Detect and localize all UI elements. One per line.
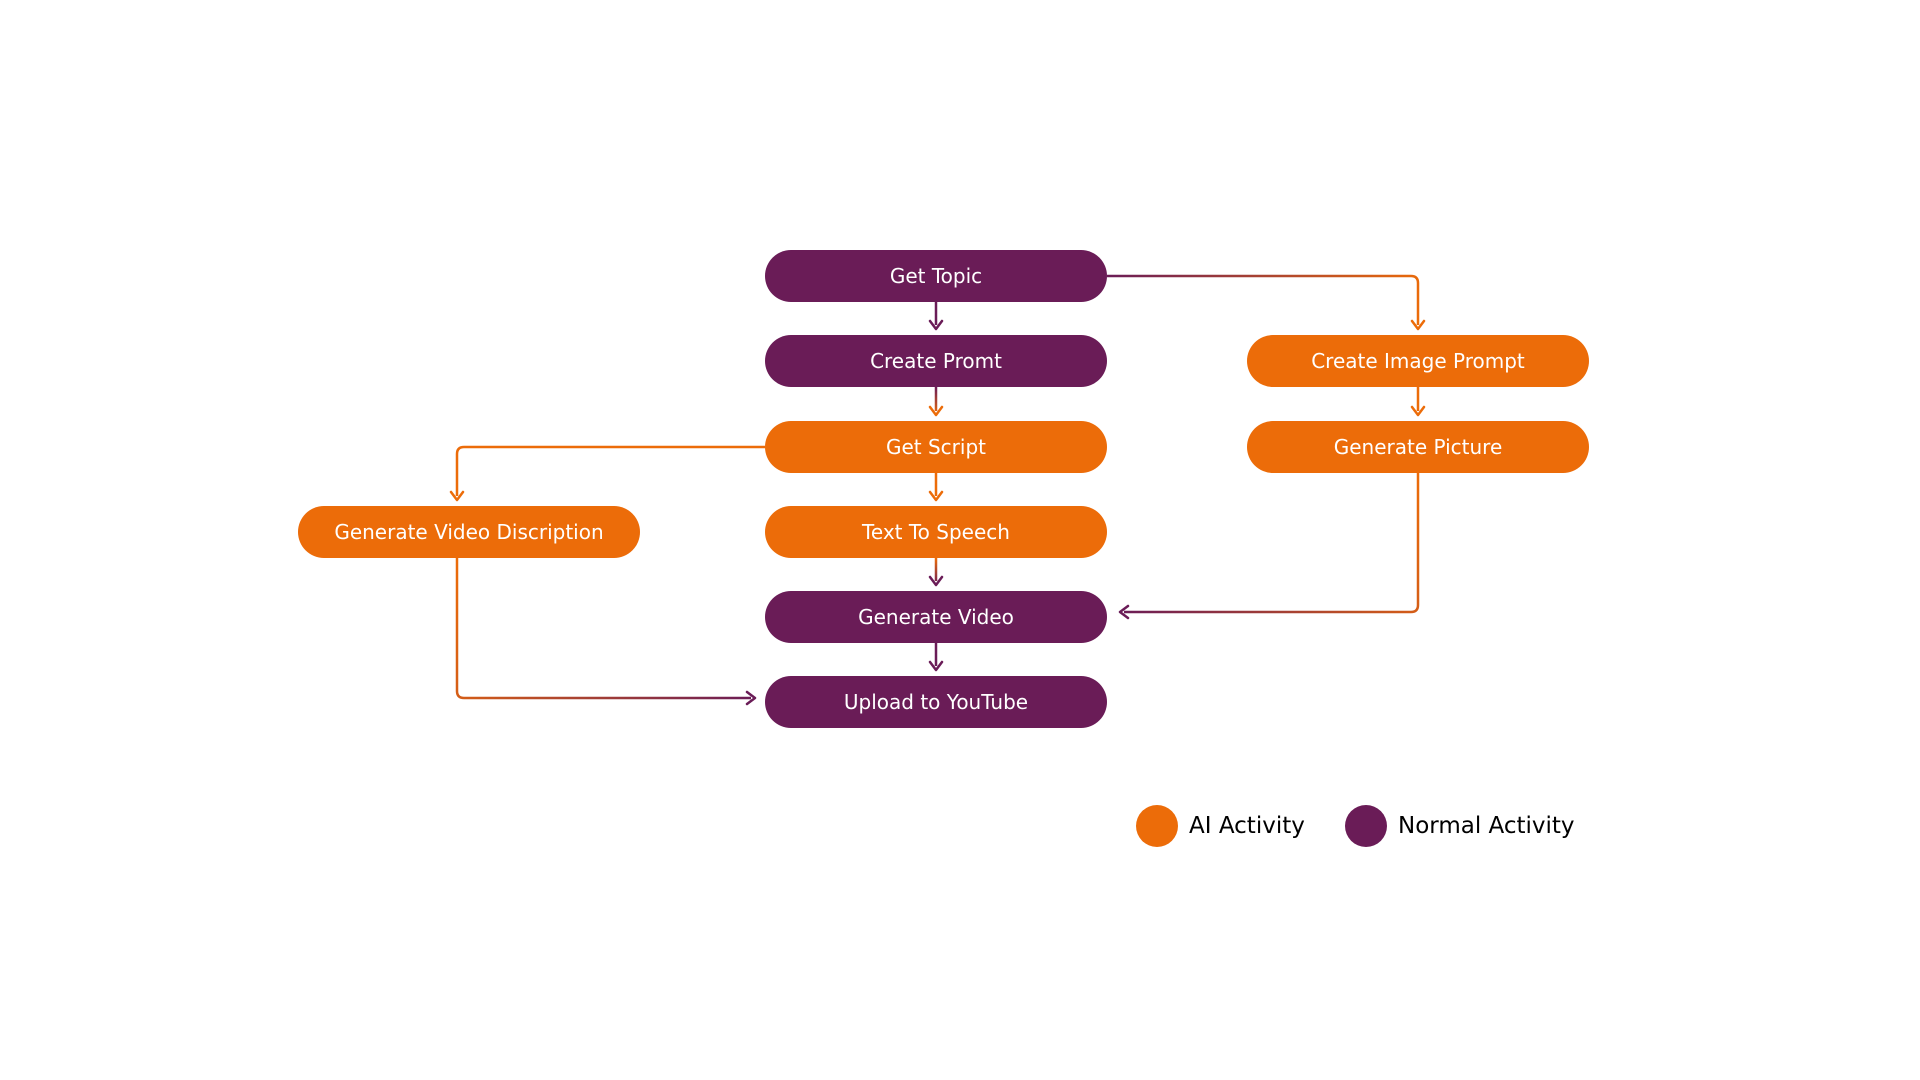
legend-swatch-ai xyxy=(1136,805,1178,847)
legend-label: AI Activity xyxy=(1189,813,1305,839)
node-label: Text To Speech xyxy=(862,520,1010,544)
node-label: Get Topic xyxy=(889,264,983,288)
node-create-image-prompt[interactable]: Create Image Prompt xyxy=(1247,335,1589,387)
arrowhead-icon xyxy=(1410,405,1426,417)
connector-generate-video-discription-to-upload-to-youtube xyxy=(455,558,751,700)
legend-label: Normal Activity xyxy=(1398,813,1575,839)
node-label: Generate Video Discription xyxy=(334,520,604,544)
node-label: Generate Video xyxy=(858,605,1014,629)
legend-swatch-normal xyxy=(1345,805,1387,847)
node-label: Create Image Prompt xyxy=(1311,349,1525,373)
node-generate-video[interactable]: Generate Video xyxy=(765,591,1107,643)
legend-item-normal-activity: Normal Activity xyxy=(1345,805,1575,847)
connector-get-topic-to-create-image-prompt xyxy=(1107,274,1420,325)
node-label: Upload to YouTube xyxy=(843,690,1029,714)
arrowhead-icon xyxy=(928,660,944,672)
arrowhead-icon xyxy=(928,490,944,502)
node-text-to-speech[interactable]: Text To Speech xyxy=(765,506,1107,558)
connector-generate-picture-to-generate-video xyxy=(1124,473,1420,614)
node-generate-video-discription[interactable]: Generate Video Discription xyxy=(298,506,640,558)
arrowhead-icon xyxy=(745,690,757,706)
node-generate-picture[interactable]: Generate Picture xyxy=(1247,421,1589,473)
arrowhead-icon xyxy=(1410,319,1426,331)
node-label: Generate Picture xyxy=(1333,435,1503,459)
node-get-script[interactable]: Get Script xyxy=(765,421,1107,473)
node-upload-to-youtube[interactable]: Upload to YouTube xyxy=(765,676,1107,728)
node-get-topic[interactable]: Get Topic xyxy=(765,250,1107,302)
arrowhead-icon xyxy=(928,319,944,331)
connector-get-script-to-generate-video-discription xyxy=(455,445,765,496)
arrowhead-icon xyxy=(928,405,944,417)
node-label: Get Script xyxy=(885,435,986,459)
node-create-promt[interactable]: Create Promt xyxy=(765,335,1107,387)
arrowhead-icon xyxy=(928,575,944,587)
node-label: Create Promt xyxy=(870,349,1002,373)
legend-item-ai-activity: AI Activity xyxy=(1136,805,1305,847)
arrowhead-icon xyxy=(1118,604,1130,620)
arrowhead-icon xyxy=(449,490,465,502)
